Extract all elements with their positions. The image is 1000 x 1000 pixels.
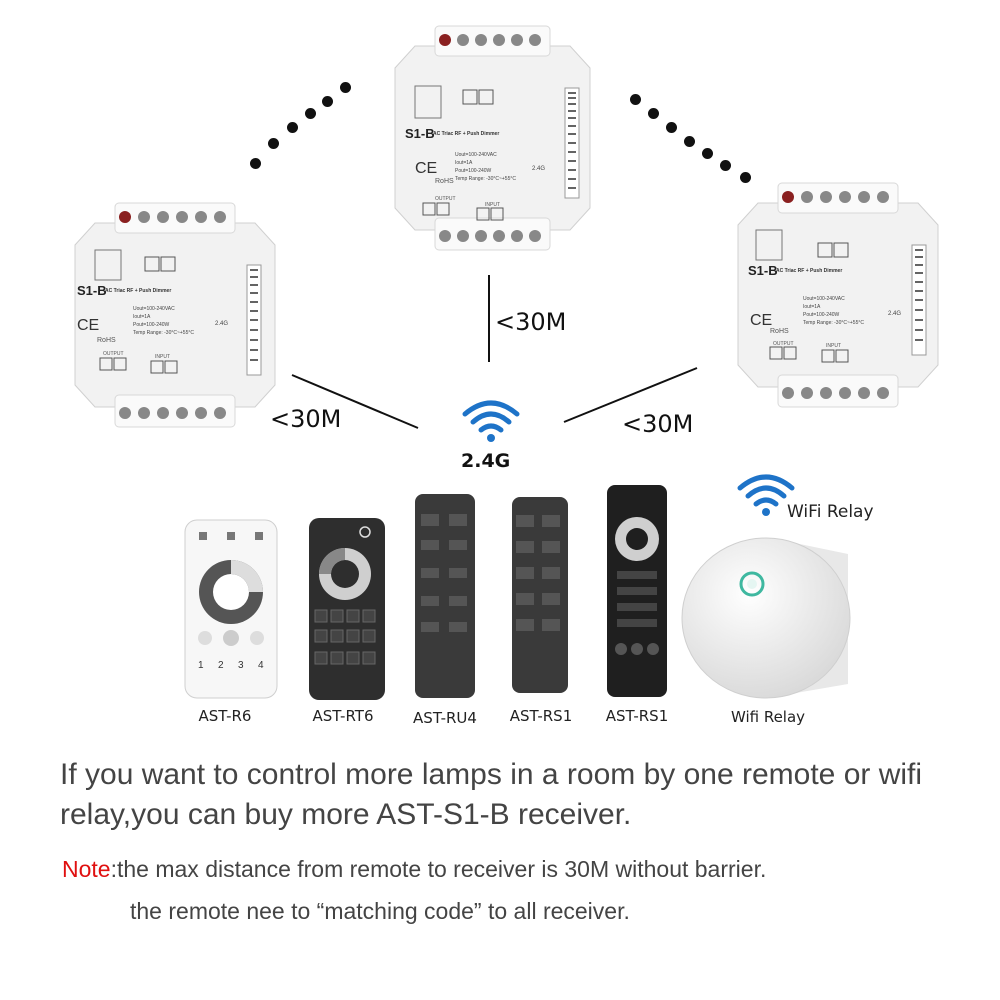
- remote-ast-rt6: [309, 518, 385, 700]
- headline: If you want to control more lamps in a r…: [60, 758, 923, 831]
- receiver-uout: Uout=100-240VAC: [803, 296, 845, 302]
- note-line-1: Note:the max distance from remote to rec…: [62, 856, 766, 883]
- distance-right: <30M: [622, 410, 694, 438]
- remote-ast-ru4: [415, 494, 475, 698]
- receiver-desc: AC Triac RF + Push Dimmer: [433, 131, 499, 137]
- remote-ast-rs1-a: [512, 497, 568, 693]
- receiver-output-label: OUTPUT: [103, 351, 124, 357]
- receiver-input-label: INPUT: [155, 354, 170, 360]
- wifi-relay-device: [681, 537, 851, 699]
- distance-left: <30M: [270, 405, 342, 433]
- receiver-iout: Iout=1A: [133, 314, 151, 320]
- receiver-desc: AC Triac RF + Push Dimmer: [105, 288, 171, 294]
- receiver-rf: 2.4G: [215, 321, 228, 327]
- receiver-output-label: OUTPUT: [773, 341, 794, 347]
- receiver-temp: Temp Range: -30°C~+55°C: [455, 176, 516, 182]
- receiver-input-label: INPUT: [485, 202, 500, 208]
- receiver-pout: Pout=100-240W: [803, 312, 840, 318]
- receiver-model: S1-B: [748, 263, 778, 278]
- power-icon: [223, 630, 239, 646]
- remote-label-ast-rt6: AST-RT6: [312, 707, 374, 725]
- remote-ast-r6: 1 2 3 4: [184, 519, 278, 699]
- receiver-output-label: OUTPUT: [435, 196, 456, 202]
- receiver-temp: Temp Range: -30°C~+55°C: [133, 330, 194, 336]
- receiver-rohs: RoHS: [435, 178, 454, 185]
- receiver-left: S1-B AC Triac RF + Push Dimmer CE RoHS U…: [55, 195, 295, 435]
- receiver-rf: 2.4G: [888, 311, 901, 317]
- signal-label: 2.4G: [461, 450, 511, 472]
- remote-label-ast-rs1-a: AST-RS1: [509, 707, 573, 725]
- ce-mark-icon: CE: [750, 312, 772, 329]
- wifi-icon: [737, 474, 795, 516]
- receiver-right: S1-B AC Triac RF + Push Dimmer CE RoHS U…: [718, 175, 958, 415]
- receiver-model: S1-B: [405, 126, 435, 141]
- receiver-center: S1-B AC Triac RF + Push Dimmer CE RoHS U…: [375, 18, 610, 258]
- ce-mark-icon: CE: [77, 317, 99, 334]
- svg-text:2: 2: [218, 660, 224, 671]
- remote-label-ast-rs1-b: AST-RS1: [605, 707, 669, 725]
- ce-mark-icon: CE: [415, 160, 437, 177]
- svg-text:3: 3: [238, 660, 244, 671]
- receiver-rohs: RoHS: [770, 328, 789, 335]
- receiver-uout: Uout=100-240VAC: [133, 306, 175, 312]
- distance-center: <30M: [495, 308, 567, 336]
- note-label: Note: [62, 856, 111, 882]
- receiver-iout: Iout=1A: [803, 304, 821, 310]
- receiver-uout: Uout=100-240VAC: [455, 152, 497, 158]
- svg-text:1: 1: [198, 660, 204, 671]
- remote-label-ast-ru4: AST-RU4: [413, 709, 477, 727]
- remote-ast-rs1-b: [607, 485, 667, 697]
- receiver-model: S1-B: [77, 283, 107, 298]
- note-line-2: the remote nee to “matching code” to all…: [130, 898, 630, 924]
- receiver-input-label: INPUT: [826, 343, 841, 349]
- receiver-pout: Pout=100-240W: [133, 322, 170, 328]
- relay-label: Wifi Relay: [730, 708, 806, 726]
- receiver-rohs: RoHS: [97, 337, 116, 344]
- receiver-rf: 2.4G: [532, 166, 545, 172]
- remote-label-ast-r6: AST-R6: [198, 707, 252, 725]
- receiver-desc: AC Triac RF + Push Dimmer: [776, 268, 842, 274]
- receiver-pout: Pout=100-240W: [455, 168, 492, 174]
- svg-text:4: 4: [258, 660, 264, 671]
- receiver-temp: Temp Range: -30°C~+55°C: [803, 320, 864, 326]
- wifi-relay-title: WiFi Relay: [787, 502, 874, 522]
- receiver-iout: Iout=1A: [455, 160, 473, 166]
- wifi-icon: [462, 400, 520, 442]
- note-text-1: :the max distance from remote to receive…: [110, 856, 767, 882]
